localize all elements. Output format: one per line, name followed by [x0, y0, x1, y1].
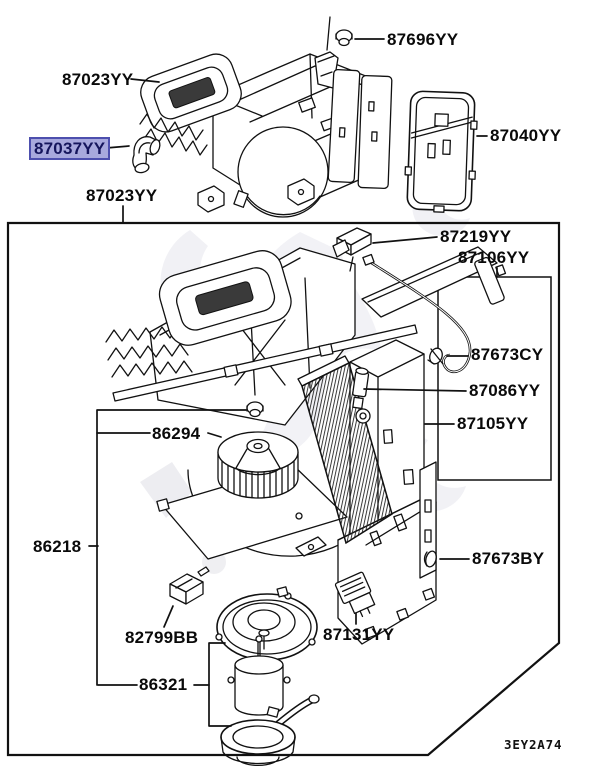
evaporator-core-drawing: [297, 355, 393, 545]
cooling-tube-drawing: [220, 694, 320, 767]
part-label-87106yy[interactable]: 87106YY: [458, 248, 530, 267]
part-label-87673by[interactable]: 87673BY: [472, 549, 545, 568]
resistor-87219-drawing: [332, 227, 372, 272]
part-label-87219yy[interactable]: 87219YY: [440, 227, 512, 246]
part-label-87105yy[interactable]: 87105YY: [457, 414, 529, 433]
part-label-87040yy[interactable]: 87040YY: [490, 126, 562, 145]
intake-ring-top: [140, 53, 242, 133]
hose-87037-drawing: [132, 136, 161, 174]
clip-87673by-drawing: [423, 550, 437, 568]
part-label-87086yy[interactable]: 87086YY: [469, 381, 541, 400]
part-label-86321[interactable]: 86321: [139, 675, 188, 694]
seal-plate-drawing: [215, 586, 318, 661]
diagram-frame: [6, 221, 561, 757]
part-label-87673cy[interactable]: 87673CY: [471, 345, 544, 364]
part-label-86218[interactable]: 86218: [33, 537, 82, 556]
part-label-87023yy-box[interactable]: 87023YY: [86, 186, 158, 205]
motor-drawing: [227, 635, 291, 718]
relay-82799-drawing: [169, 566, 210, 605]
part-label-82799bb[interactable]: 82799BB: [125, 628, 199, 647]
blower-evaporator-drawing: [105, 227, 507, 767]
grommet-87696-drawing: [335, 29, 353, 47]
part-label-87023yy-top[interactable]: 87023YY: [62, 70, 134, 89]
clip-87673cy-drawing: [427, 347, 444, 365]
blower-fan-drawing: [217, 431, 299, 499]
resistor-87131-drawing: [334, 571, 376, 618]
part-label-86294[interactable]: 86294: [152, 424, 201, 443]
valve-87086-drawing: [352, 367, 370, 410]
part-label-87696yy[interactable]: 87696YY: [387, 30, 459, 49]
heater-unit-top-drawing: [132, 16, 393, 218]
part-label-87037yy-highlighted[interactable]: 87037YY: [29, 137, 111, 160]
bracket-rect-87106: [437, 276, 552, 481]
part-label-87131yy[interactable]: 87131YY: [323, 625, 395, 644]
leader-lines: [88, 38, 498, 727]
plate-87040-drawing: [404, 90, 478, 213]
drawing-code: 3EY2A74: [504, 737, 563, 752]
